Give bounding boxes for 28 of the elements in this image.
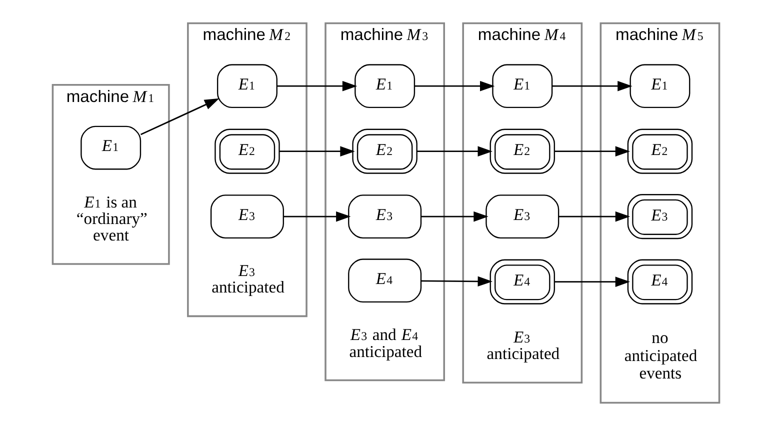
node-box: E1	[492, 64, 553, 108]
node-box: E3	[486, 194, 560, 238]
arrow	[554, 276, 630, 286]
node-box: E3	[210, 194, 284, 238]
arrow	[414, 80, 495, 91]
node-box: E1	[630, 64, 690, 108]
arrow	[284, 210, 351, 222]
node-box: E3	[348, 194, 422, 238]
arrow	[552, 80, 632, 91]
node-box: E1	[354, 64, 416, 108]
node-box: E4	[490, 258, 556, 304]
node-box: E3	[627, 194, 693, 239]
arrow	[417, 146, 492, 156]
node-box: E4	[627, 258, 693, 304]
arrow	[140, 98, 220, 135]
arrow	[421, 210, 488, 222]
arrow	[279, 146, 355, 156]
arrow	[554, 146, 630, 156]
node-box: E1	[216, 64, 278, 108]
node-box: E2	[627, 128, 693, 174]
node-box: E2	[490, 128, 556, 174]
arrow	[558, 210, 630, 222]
node-box: E1	[80, 125, 142, 170]
arrow	[421, 276, 493, 286]
node-box: E2	[214, 128, 280, 174]
arrow	[277, 80, 358, 91]
node-box: E4	[348, 258, 422, 302]
node-box: E2	[352, 128, 418, 174]
